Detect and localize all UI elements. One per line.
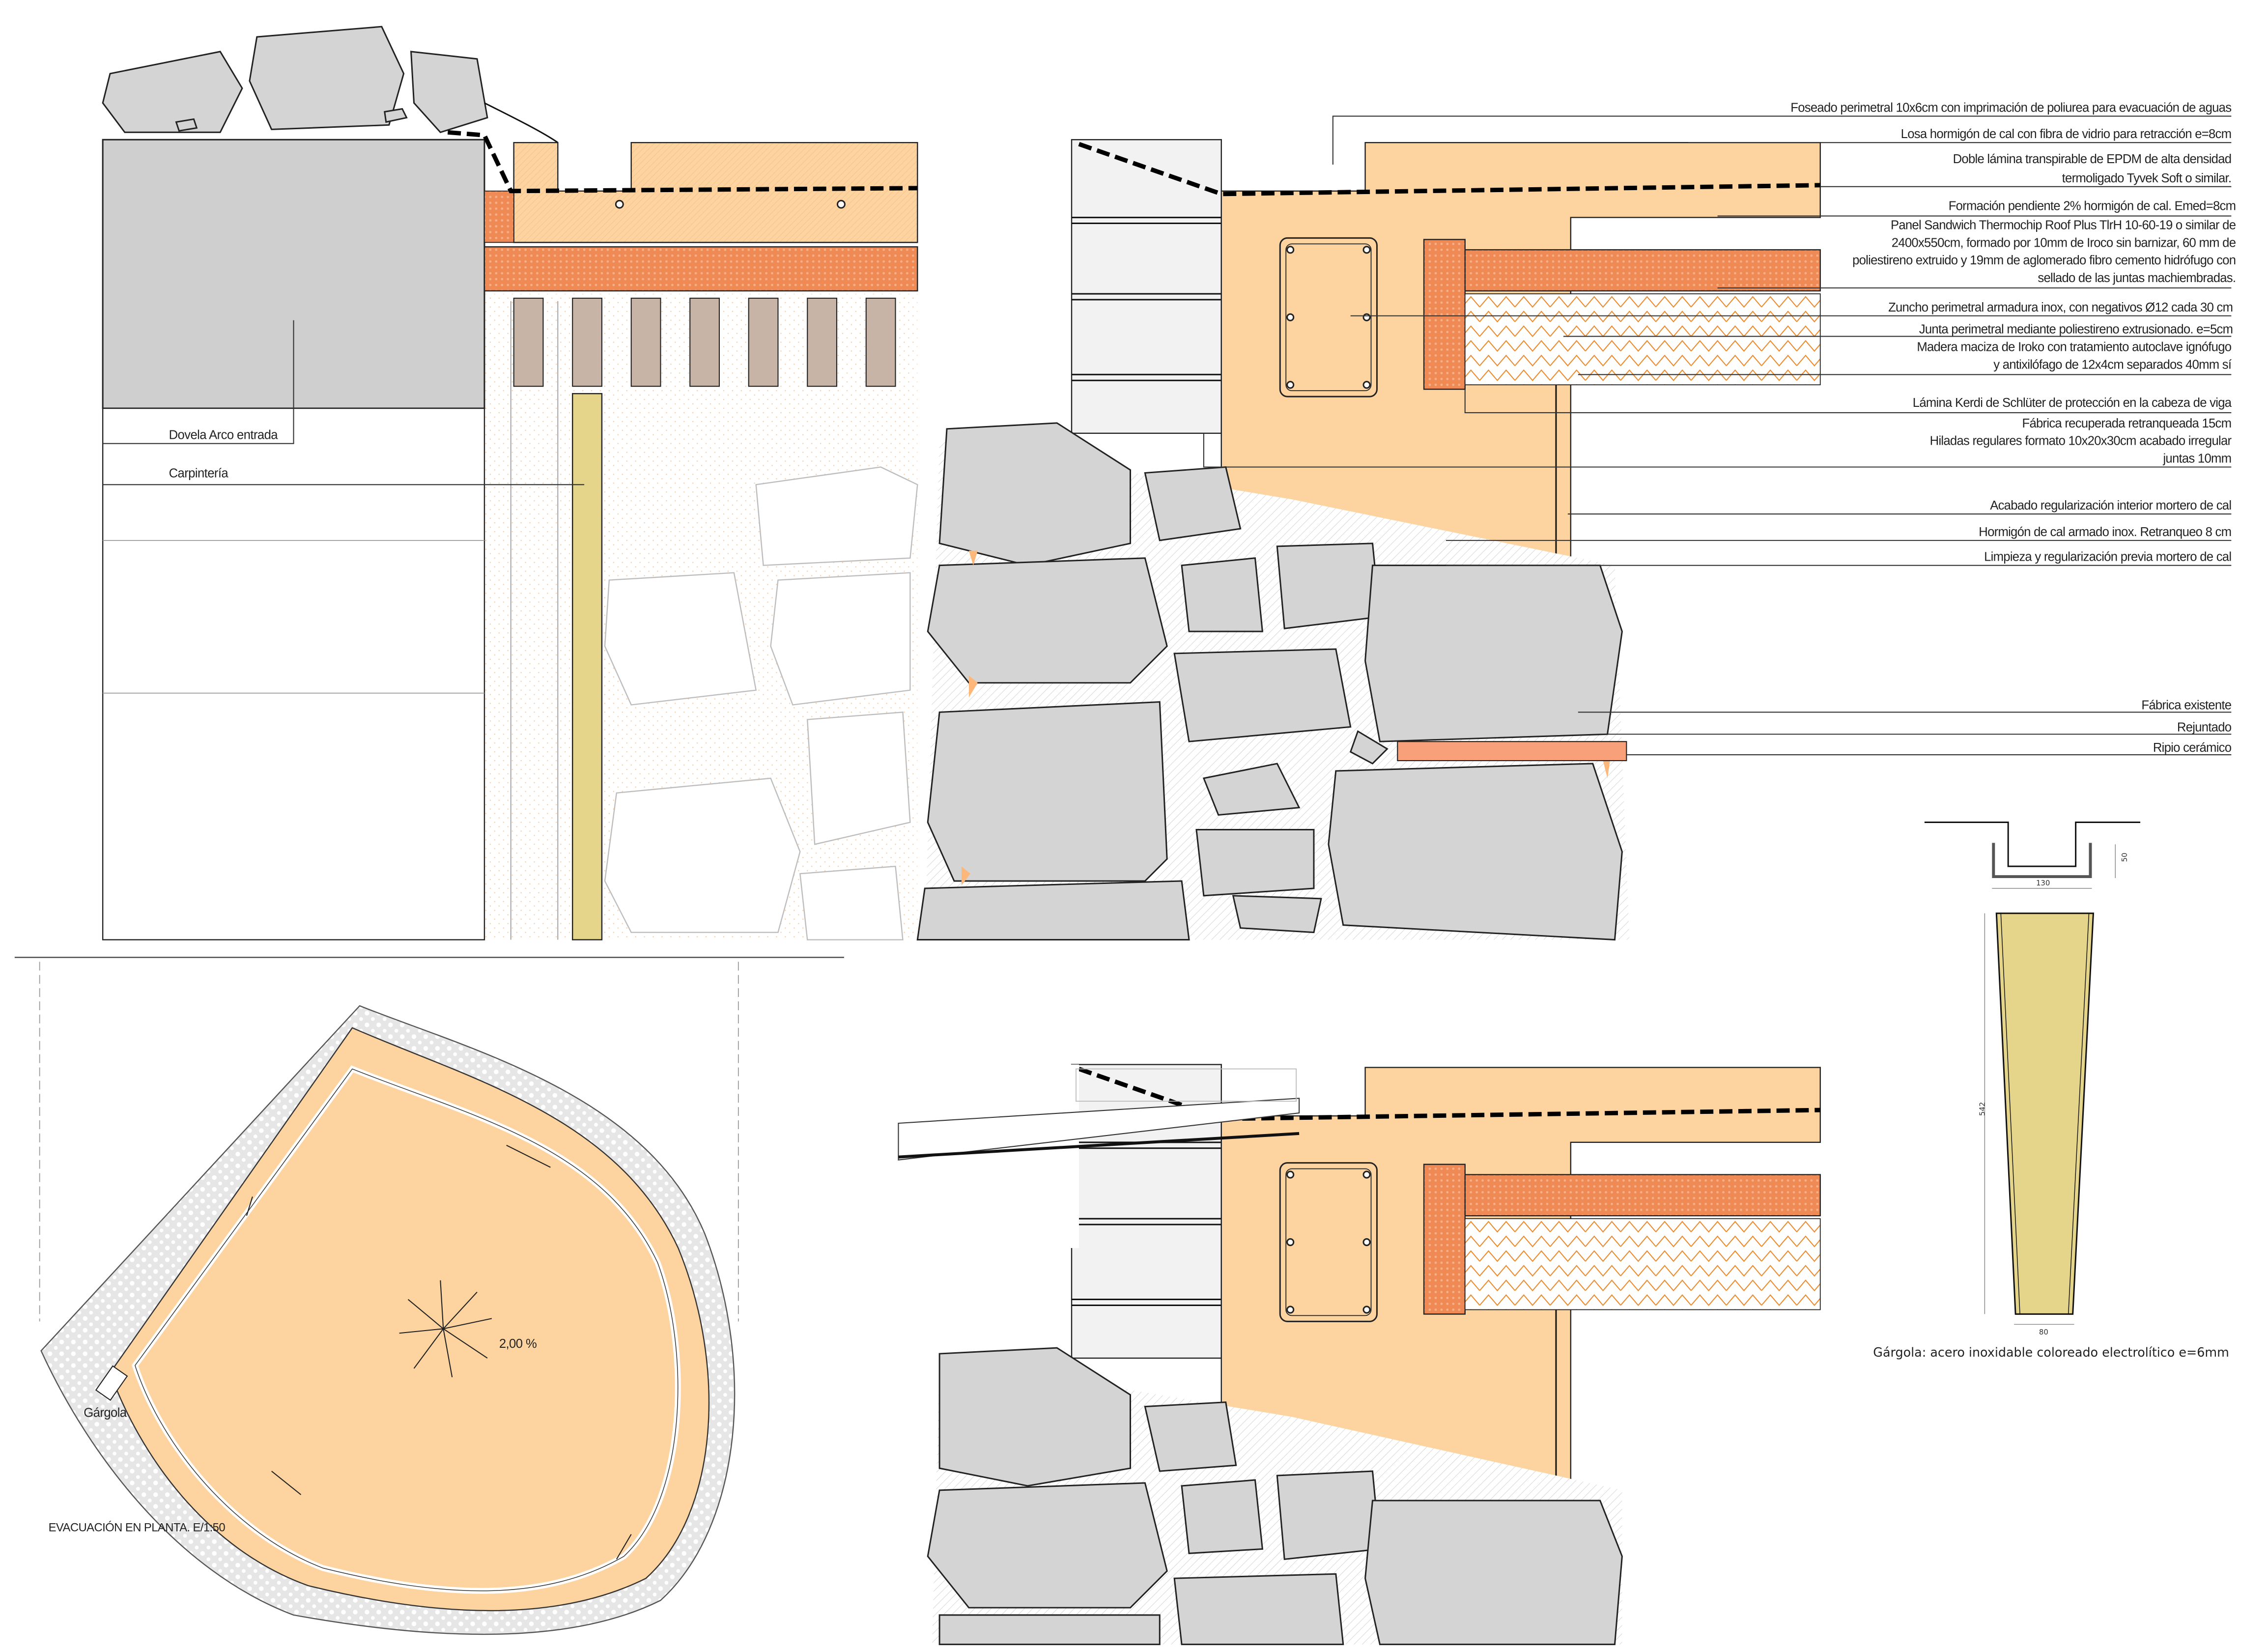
note-madera: y antixilófago de 12x4cm separados 40mm … [1993, 358, 2232, 371]
flow-arrows [246, 1144, 632, 1560]
note-rejuntado: Rejuntado [2177, 720, 2232, 734]
label-dovela: Dovela Arco entrada [169, 428, 279, 442]
gargola-outlet [95, 1365, 128, 1401]
note-fabrica-existente: Fábrica existente [2141, 698, 2231, 712]
note-foseado: Foseado perimetral 10x6cm con imprimació… [1790, 101, 2231, 114]
note-kerdi: Lámina Kerdi de Schlüter de protección e… [1913, 396, 2232, 410]
ripio-ceramico [1397, 741, 1627, 762]
dim-width-bottom: 80 [2039, 1328, 2048, 1336]
carpentry-post [572, 393, 603, 940]
plan-title: EVACUACIÓN EN PLANTA. E/1:50 [49, 1521, 226, 1535]
gargola-detail: 50 130 542 80 Gárgola: acero inoxidable … [1873, 822, 2229, 1360]
slope-label: 2,00 % [499, 1337, 537, 1351]
gargola-section [895, 1064, 1820, 1646]
note-losa: Losa hormigón de cal con fibra de vidrio… [1901, 127, 2232, 141]
section-leaders [1203, 115, 2232, 756]
note-panel: poliestireno extruido y 19mm de aglomera… [1852, 254, 2236, 267]
gargola-caption: Gárgola: acero inoxidable coloreado elec… [1873, 1345, 2229, 1360]
note-epdm: termoligado Tyvek Soft o similar. [2062, 171, 2232, 185]
roof-edge-section [916, 140, 1820, 941]
note-epdm: Doble lámina transpirable de EPDM de alt… [1953, 152, 2232, 166]
dim-length: 542 [1978, 1102, 1986, 1116]
note-limpieza: Limpieza y regularización previa mortero… [1984, 550, 2231, 564]
gargola-label: Gárgola [84, 1406, 127, 1420]
note-hormigon: Hormigón de cal armado inox. Retranqueo … [1979, 525, 2231, 539]
label-carpinteria: Carpintería [169, 466, 229, 480]
note-zuncho: Zuncho perimetral armadura inox, con neg… [1888, 301, 2233, 314]
drainage-plan: 2,00 % Gárgola EVACUACIÓN EN PLANTA. E/1… [14, 957, 844, 1635]
entrance-arch-elevation: Dovela Arco entrada Carpintería [102, 26, 918, 940]
section-notes: Foseado perimetral 10x6cm con imprimació… [1790, 101, 2236, 755]
slope-arrows-icon [399, 1280, 492, 1378]
note-pendiente: Formación pendiente 2% hormigón de cal. … [1949, 199, 2236, 213]
note-fabrica-recuperada: juntas 10mm [2162, 452, 2231, 466]
dim-width-top: 130 [2036, 879, 2050, 887]
joists [513, 297, 896, 387]
note-panel: 2400x550cm, formado por 10mm de Iroco si… [1892, 236, 2236, 250]
note-fabrica-recuperada: Fábrica recuperada retranqueada 15cm [2022, 417, 2232, 430]
note-junta: Junta perimetral mediante poliestireno e… [1919, 323, 2233, 337]
note-acabado: Acabado regularización interior mortero … [1990, 499, 2231, 512]
note-fabrica-recuperada: Hiladas regulares formato 10x20x30cm aca… [1930, 434, 2232, 448]
note-ripio: Ripio cerámico [2153, 741, 2232, 755]
note-panel: sellado de las juntas machiembradas. [2038, 271, 2236, 285]
note-panel: Panel Sandwich Thermochip Roof Plus TlrH… [1891, 218, 2236, 232]
note-madera: Madera maciza de Iroko con tratamiento a… [1917, 340, 2231, 354]
existing-masonry-bottom [927, 1347, 1623, 1646]
dim-depth: 50 [2120, 853, 2129, 862]
